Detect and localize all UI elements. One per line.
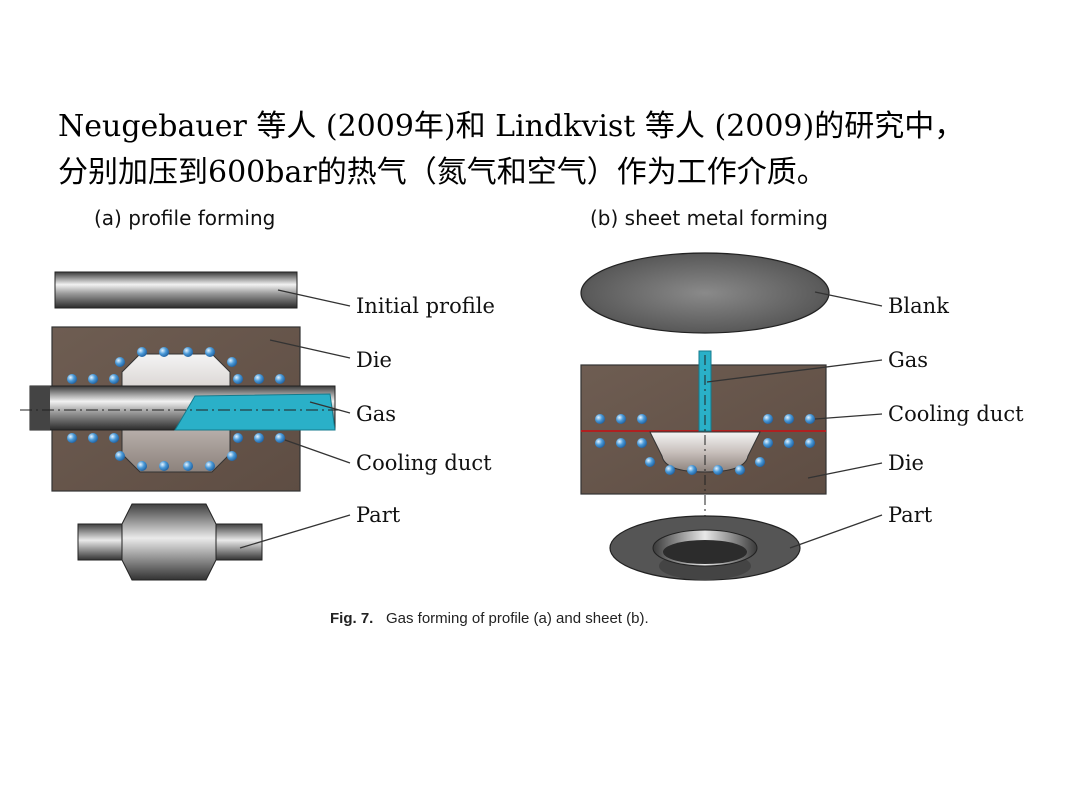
leader-gas-b [706,359,883,383]
leader-cooling-duct-b [814,413,883,420]
label-die-b: Die [888,451,924,475]
label-part-b: Part [888,503,933,527]
label-gas-a: Gas [356,402,396,426]
initial-profile-rod [54,271,298,309]
label-part-a: Part [356,503,401,527]
label-blank: Blank [888,294,949,318]
leader-die-b [807,462,883,479]
formed-part-b [609,515,801,581]
leader-part-b [789,514,883,549]
slide-body-text: Neugebauer 等人 (2009年)和 Lindkvist 等人 (200… [58,104,1058,196]
label-gas-b: Gas [888,348,928,372]
leader-part-a [239,514,351,549]
die-cavity-b [649,431,761,473]
panel-b-sheet-forming: Blank Gas Cooling duct Die Part [580,252,1024,581]
panel-a-profile-forming: Initial profile Die Gas Cooling duct Par… [20,271,495,581]
formed-part-a [77,503,263,581]
blank-sheet [580,252,830,334]
cooling-ducts-b [595,414,815,475]
panel-a-title: (a) profile forming [94,206,275,230]
label-initial-profile: Initial profile [356,294,495,318]
leader-initial-profile [277,289,351,307]
gas-fill-a [174,393,336,431]
leader-blank [814,291,883,307]
tube-end-cap [30,386,50,430]
caption-text: Gas forming of profile (a) and sheet (b)… [386,610,649,627]
figure-caption: Fig. 7. Gas forming of profile (a) and s… [330,610,649,627]
leader-cooling-duct-a [284,439,351,464]
leader-gas-a [309,401,351,414]
caption-prefix: Fig. 7. [330,610,373,627]
label-cooling-duct-a: Cooling duct [356,451,492,475]
cooling-ducts-a [67,347,285,471]
panel-b-title: (b) sheet metal forming [590,206,828,230]
slide-text-line-1: Neugebauer 等人 (2009年)和 Lindkvist 等人 (200… [58,109,965,144]
label-die-a: Die [356,348,392,372]
label-cooling-duct-b: Cooling duct [888,402,1024,426]
slide-text-line-2: 分别加压到600bar的热气（氮气和空气）作为工作介质。 [58,155,827,190]
leader-die-a [269,339,351,359]
